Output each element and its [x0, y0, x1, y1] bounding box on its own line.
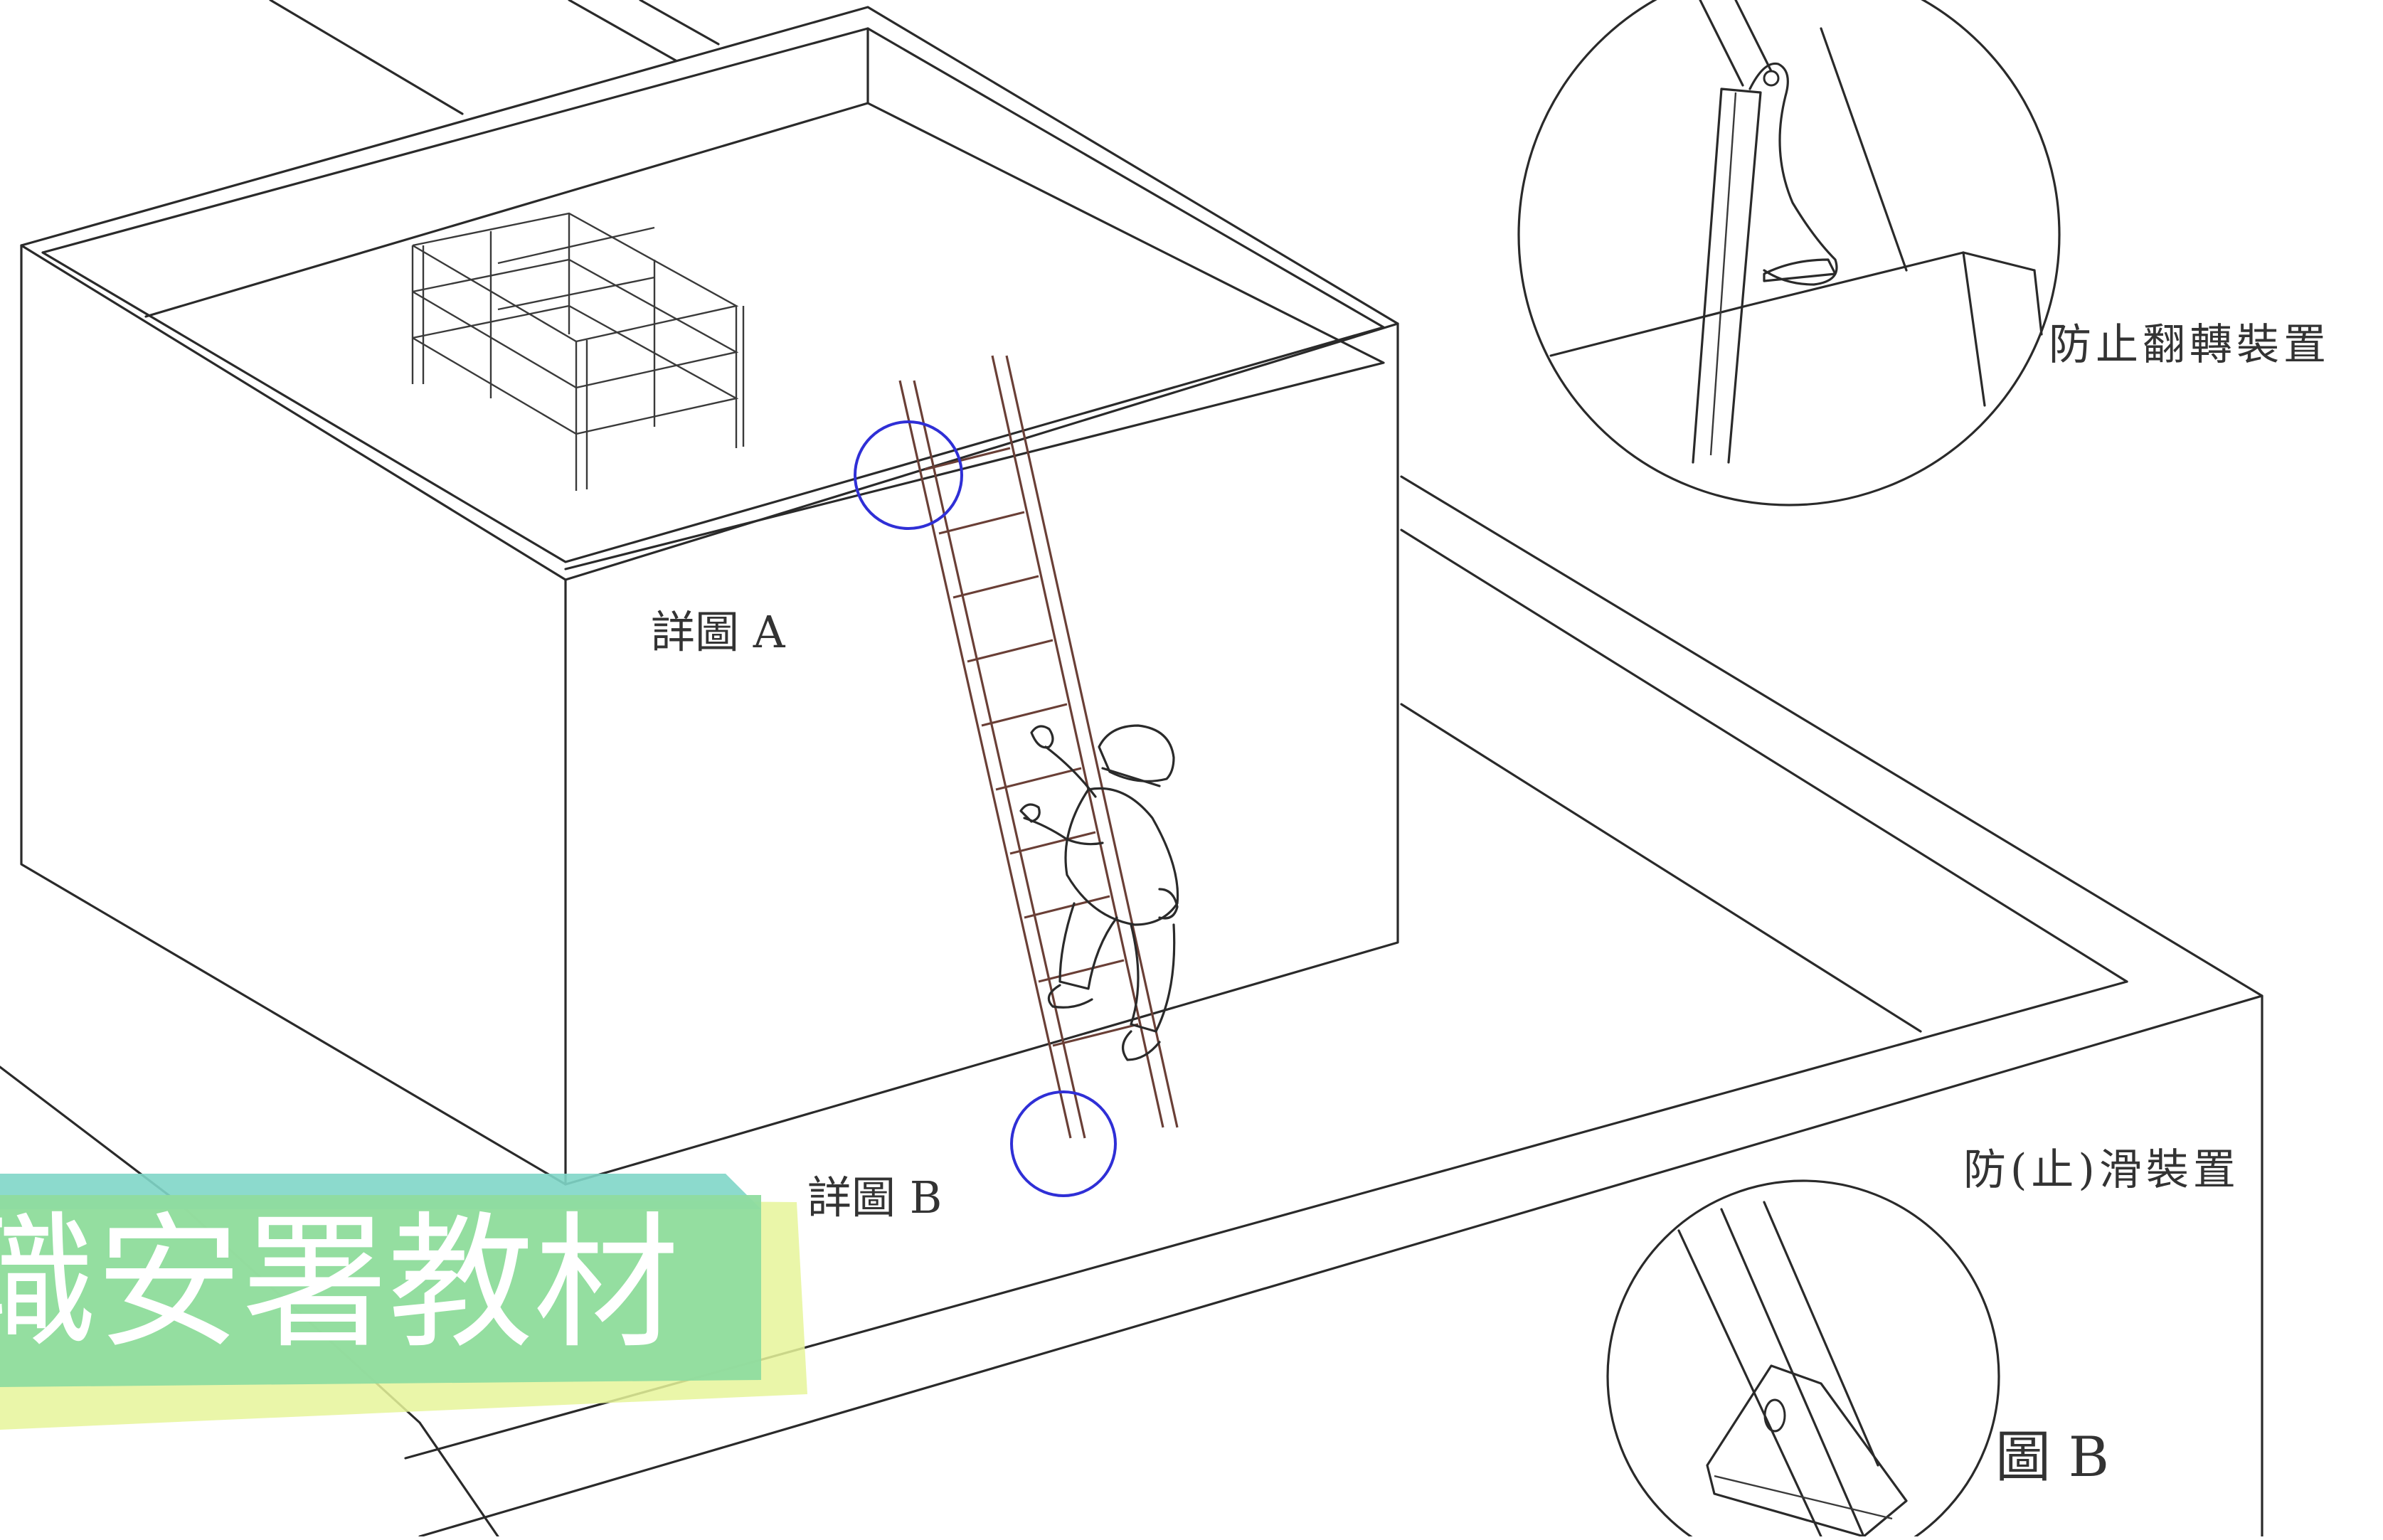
worker-figure: [1019, 724, 1179, 1061]
highlight-circles: [854, 420, 1117, 1197]
rooftop-frame: [411, 212, 745, 491]
banner-green-layer: [0, 1195, 761, 1387]
detail-circle-anti-slip: [1606, 1179, 2000, 1540]
highlight-circle-detail-b: [1010, 1090, 1117, 1197]
label-detail-b: 詳圖 B: [807, 1172, 942, 1223]
watermark-text: 職安署教材: [0, 1199, 679, 1369]
ladder: [898, 355, 1179, 1139]
ladder-rungs: [924, 447, 1139, 1047]
watermark-banner: 職安署教材: [0, 1174, 807, 1430]
label-figure-b: 圖 B: [1995, 1425, 2109, 1489]
building-box: [20, 6, 1399, 1186]
highlight-circle-detail-a: [854, 420, 963, 530]
background-lines: [269, 0, 720, 115]
label-anti-tip-device: 防止翻轉裝置: [2049, 320, 2330, 370]
label-detail-a: 詳圖 A: [651, 606, 786, 658]
label-anti-slip-device: 防(止)滑裝置: [1963, 1145, 2240, 1195]
detail-circle-anti-tip: [1517, 0, 2061, 506]
